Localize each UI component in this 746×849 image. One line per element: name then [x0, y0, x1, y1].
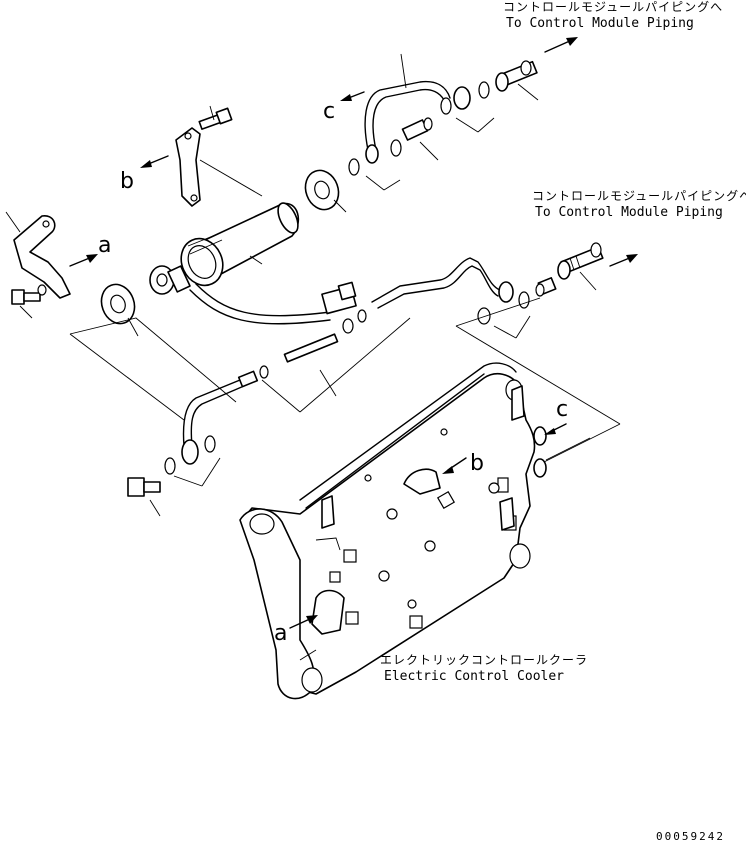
upper-pipe: [364, 80, 451, 151]
arrow-a-left-icon: [69, 254, 98, 267]
tube-fitting: [237, 365, 269, 388]
middle-small-fitting: [535, 277, 557, 297]
o-ring: [204, 435, 216, 453]
ring-seal-upper: [304, 169, 340, 211]
harness-wire: [189, 289, 331, 325]
middle-elbow-connector: [557, 242, 604, 280]
upper-pipe-fitting-left: [365, 144, 379, 164]
o-ring: [440, 97, 452, 115]
marker-a-bottom: a: [274, 621, 287, 646]
ring-seal-lower: [100, 283, 136, 325]
arrow-c-right-icon: [544, 423, 567, 435]
drawing-code: 00059242: [656, 830, 725, 843]
o-ring: [518, 291, 530, 309]
label-top-en: To Control Module Piping: [506, 16, 694, 31]
marker-c-top: c: [323, 99, 335, 124]
upper-elbow-connector: [495, 60, 538, 92]
bolt-top: [198, 107, 233, 130]
marker-c-right: c: [556, 397, 568, 422]
filter-inlet-fitting: [149, 265, 191, 295]
o-ring: [348, 158, 360, 176]
lower-bolt: [127, 477, 161, 497]
marker-b-left: b: [120, 169, 134, 194]
electric-control-cooler: [239, 362, 591, 700]
label-mid-en: To Control Module Piping: [535, 205, 723, 220]
arrow-b-plate-icon: [442, 457, 467, 474]
tube-segment: [283, 309, 367, 363]
label-mid-jp: コントロールモジュールパイピングへ: [532, 189, 746, 203]
marker-b-plate: b: [470, 451, 484, 476]
arrow-a-bottom-icon: [289, 615, 318, 629]
upper-connector: [401, 117, 433, 141]
lower-pipe: [182, 379, 241, 447]
marker-a-left: a: [98, 233, 111, 258]
label-cooler-jp: エレクトリックコントロールクーラ: [380, 653, 588, 667]
arrow-c-top-icon: [340, 91, 365, 101]
o-ring: [478, 81, 490, 99]
o-ring: [164, 457, 176, 475]
upper-pipe-fitting-right: [453, 86, 471, 110]
o-ring: [477, 307, 491, 325]
arrow-top-right-icon: [544, 37, 578, 53]
middle-pipe-fitting: [498, 281, 514, 303]
o-ring: [390, 139, 402, 157]
harness-connector: [321, 281, 357, 315]
bracket-b: [175, 127, 201, 207]
lower-pipe-fitting: [181, 439, 199, 465]
label-cooler-en: Electric Control Cooler: [384, 669, 564, 684]
arrow-mid-right-icon: [609, 254, 638, 267]
label-top-jp: コントロールモジュールパイピングへ: [503, 0, 723, 14]
bolt-left: [11, 284, 47, 305]
middle-pipe: [371, 257, 501, 303]
filter-canister: [180, 202, 300, 287]
arrow-b-left-icon: [140, 155, 169, 168]
bracket-a: [13, 215, 71, 299]
